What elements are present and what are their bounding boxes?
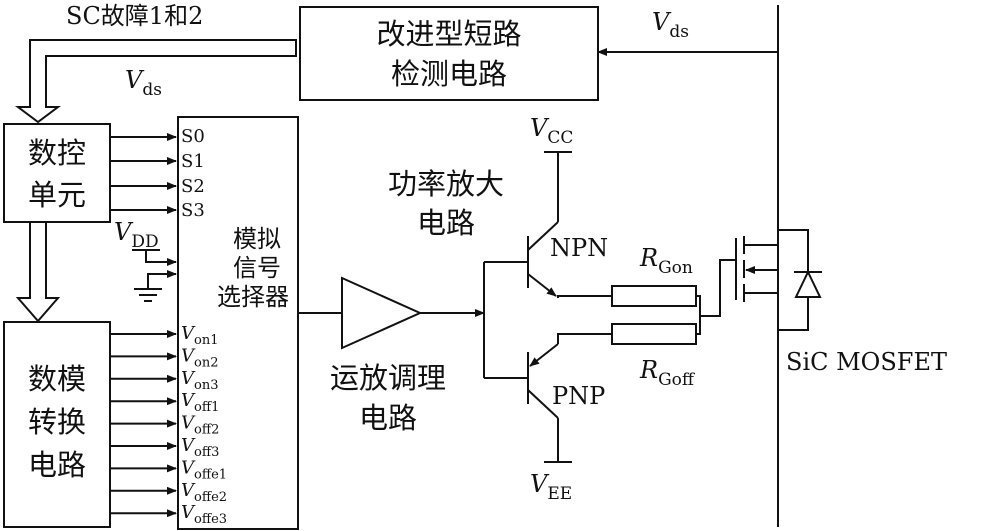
- vee-label: VEE: [530, 470, 572, 504]
- sic-mosfet-label: SiC MOSFET: [786, 348, 947, 376]
- digital-to-dac-hollow-arrow: [15, 221, 61, 323]
- analog-mux-block: [177, 116, 299, 530]
- sc-fault-label: SC故障1和2: [66, 2, 203, 30]
- dac-block-line3: 电路: [28, 448, 86, 482]
- rgoff-resistor: [611, 323, 697, 345]
- power-amp-line2: 电路: [417, 206, 475, 240]
- mux-line2: 信号: [233, 254, 281, 282]
- v-pin-label-offe3: Voffe3: [181, 502, 227, 527]
- v-pin-label-on2: Von2: [181, 345, 218, 370]
- pin-s1: S1: [181, 151, 205, 172]
- digital-block-line2: 单元: [28, 178, 86, 212]
- mux-line3: 选择器: [217, 283, 289, 311]
- mux-line1: 模拟: [233, 225, 281, 253]
- ground-icon: [134, 288, 162, 302]
- npn-transistor: [527, 152, 559, 297]
- pin-s0: S0: [181, 126, 205, 147]
- rgon-resistor: [611, 285, 697, 307]
- detect-block-line2: 检测电路: [391, 57, 507, 91]
- opamp-buffer-symbol: [341, 276, 423, 350]
- pnp-label: PNP: [552, 382, 605, 410]
- dac-block: [3, 321, 111, 528]
- rgoff-label: RGoff: [639, 356, 696, 390]
- vds-label-left: Vds: [125, 66, 162, 100]
- vdd-label: VDD: [114, 218, 159, 252]
- v-pin-label-offe2: Voffe2: [181, 480, 227, 505]
- vdd-wire: [145, 250, 177, 266]
- power-amp-line1: 功率放大: [388, 167, 504, 201]
- rgon-label: RGon: [639, 244, 693, 278]
- digital-block-line1: 数控: [28, 136, 86, 170]
- v-pin-label-offe1: Voffe1: [181, 457, 227, 482]
- pnp-transistor: [527, 343, 559, 462]
- v-pin-label-off3: Voff3: [181, 435, 219, 460]
- v-pin-label-off2: Voff2: [181, 413, 219, 438]
- gate-wire: [700, 259, 736, 317]
- detect-block: [299, 6, 599, 101]
- dac-output-pins: Von1Von2Von3Voff1Voff2Voff3Voffe1Voffe2V…: [110, 323, 227, 527]
- opamp-block-line1: 运放调理: [330, 361, 446, 395]
- digital-control-block: [3, 123, 111, 223]
- sc-fault-hollow-arrow: [15, 39, 297, 124]
- npn-label: NPN: [550, 234, 608, 262]
- sic-mosfet-symbol: [735, 236, 779, 315]
- pin-s3: S3: [181, 200, 205, 221]
- gnd-wire: [147, 270, 177, 288]
- vcc-label: VCC: [530, 114, 573, 148]
- dac-block-line2: 转换: [28, 405, 86, 439]
- npn-emitter-wire: [557, 295, 612, 298]
- body-diode-symbol: [778, 229, 822, 331]
- detect-block-line1: 改进型短路: [376, 17, 521, 51]
- dac-block-line1: 数模: [28, 362, 86, 396]
- v-pin-label-on1: Von1: [181, 323, 218, 348]
- pin-s2: S2: [181, 176, 205, 197]
- pnp-emitter-wire: [557, 333, 612, 344]
- opamp-block-line2: 电路: [359, 401, 417, 435]
- v-pin-label-off1: Voff1: [181, 390, 219, 415]
- v-pin-label-on3: Von3: [181, 368, 218, 393]
- vds-label-right: Vds: [652, 8, 689, 42]
